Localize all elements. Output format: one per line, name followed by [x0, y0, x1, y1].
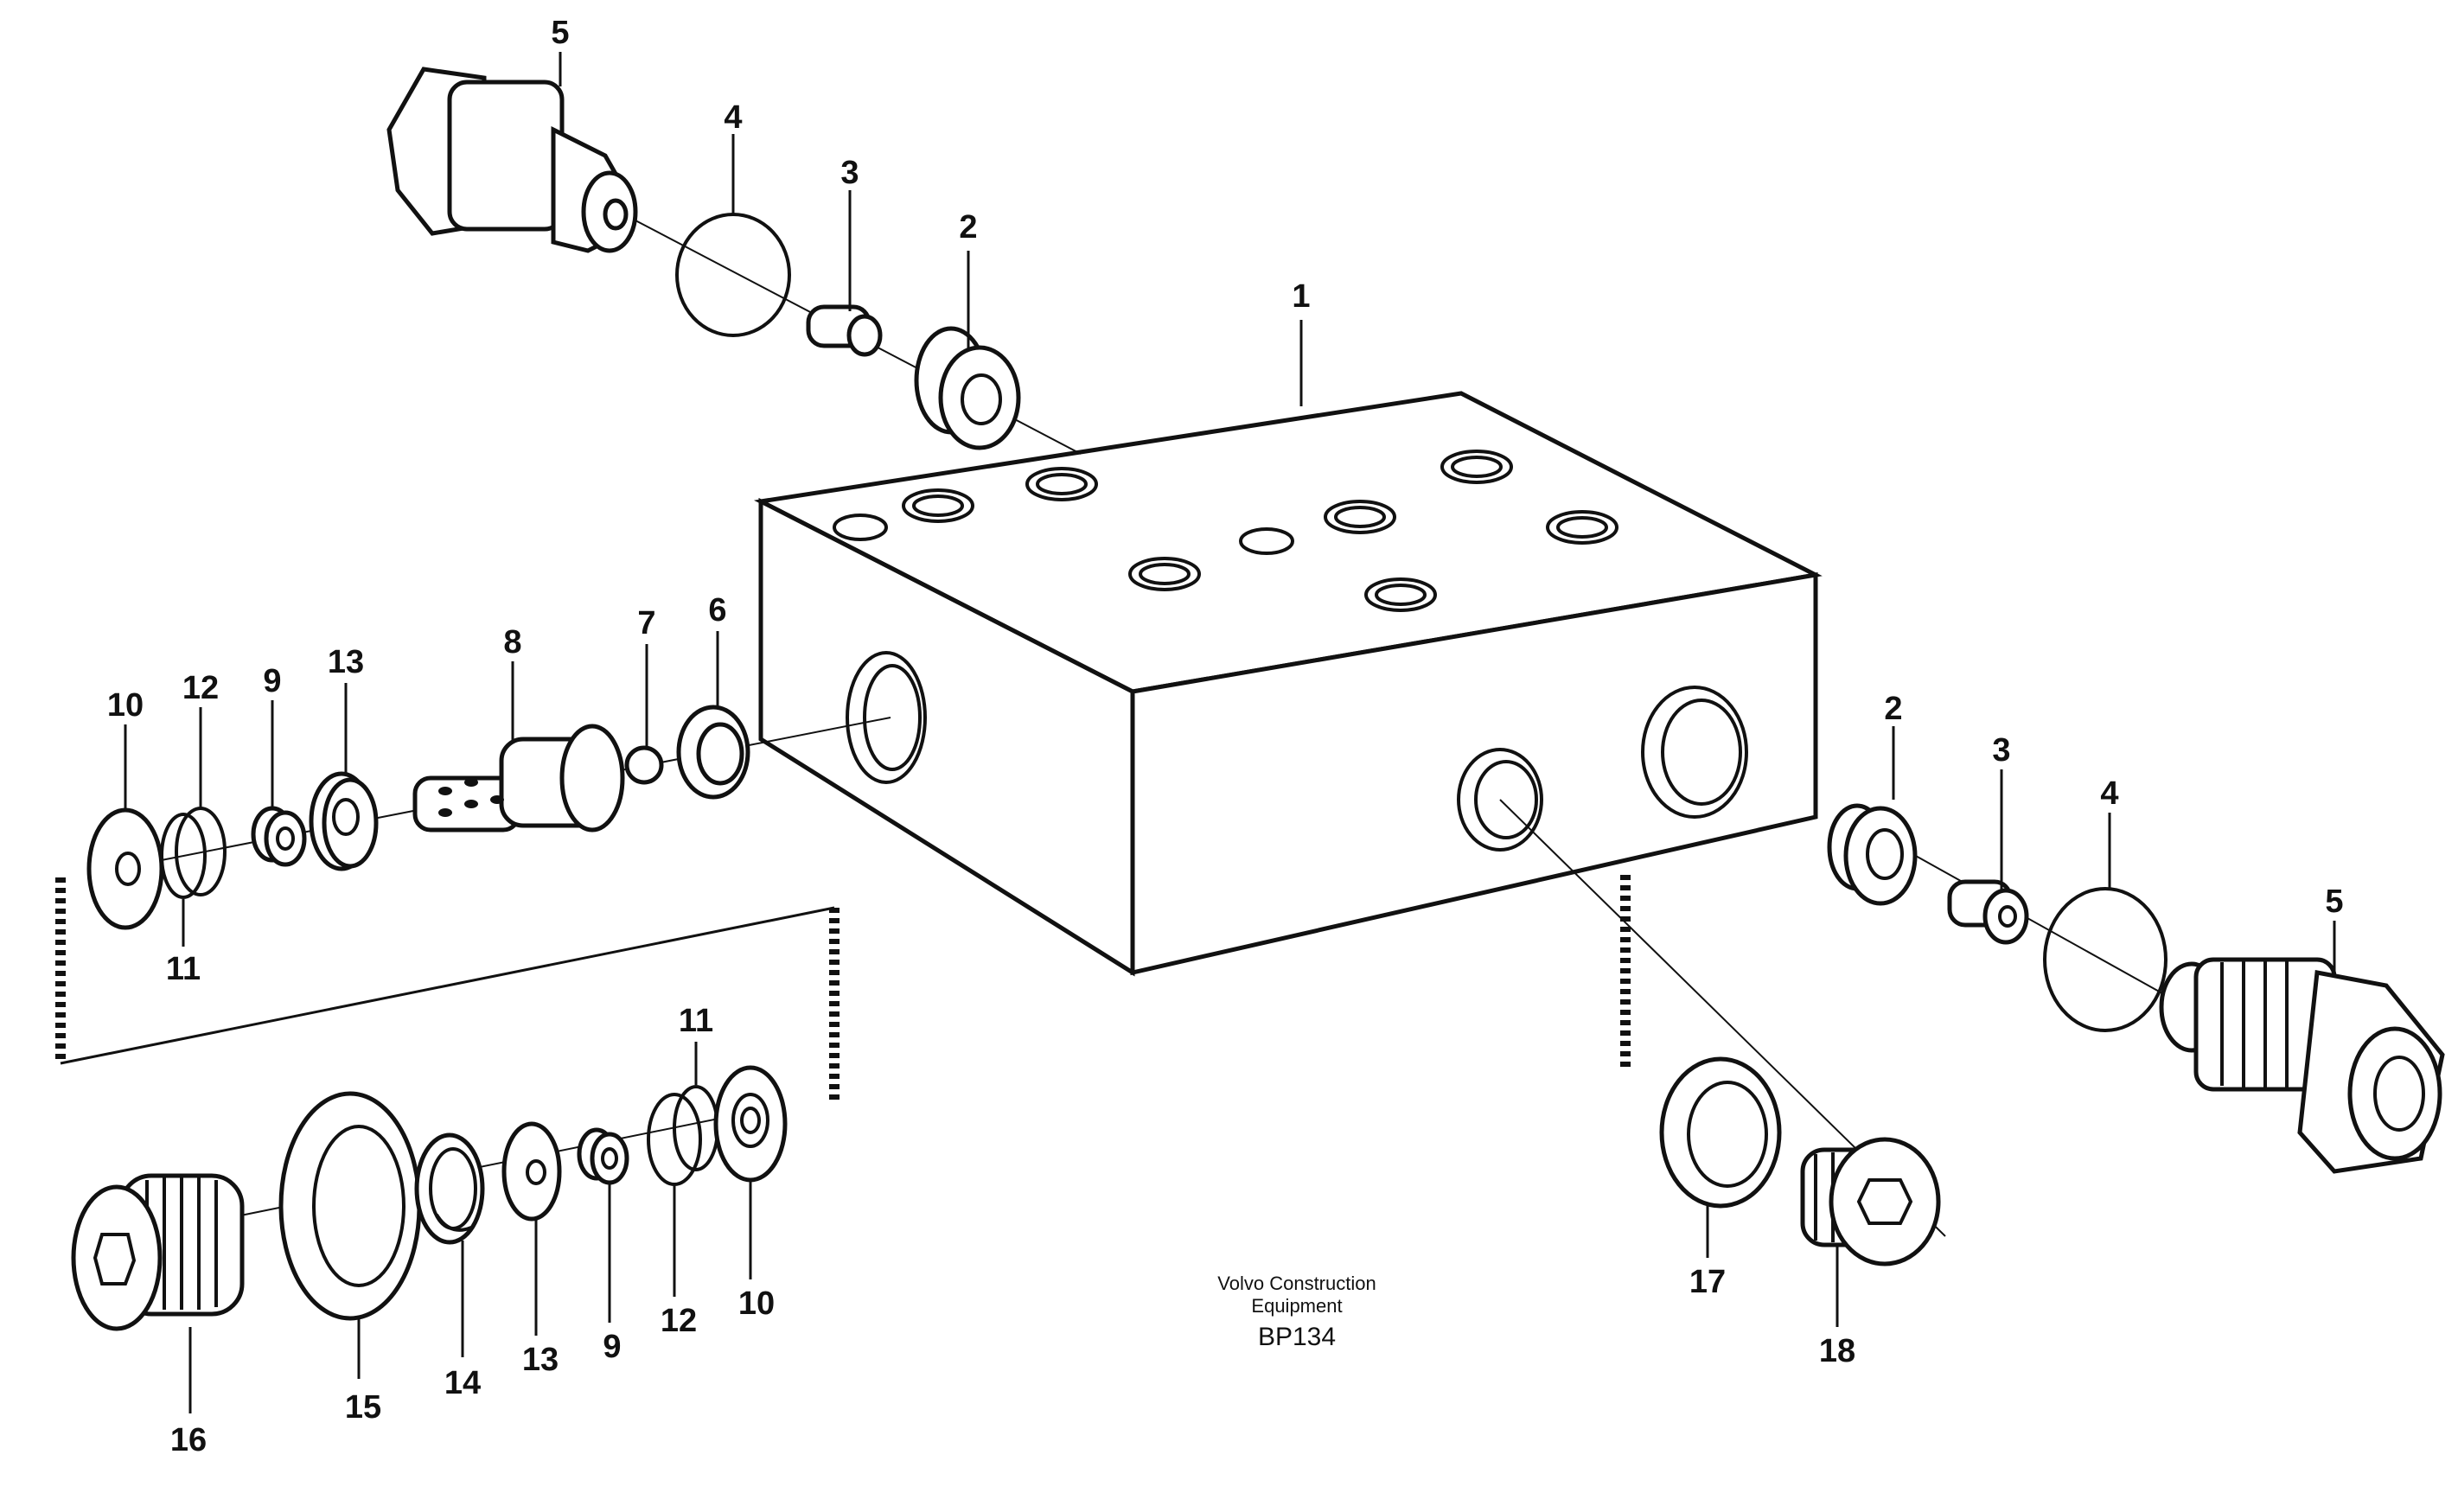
label-5-right: 5 [2325, 884, 2343, 920]
right-assembly [1827, 803, 2445, 1174]
caption-code: BP134 [1258, 1323, 1336, 1351]
caption-division: Equipment [1251, 1295, 1342, 1317]
label-6: 6 [708, 592, 726, 628]
label-3-upper: 3 [840, 155, 859, 191]
spacer-9-left [251, 806, 307, 867]
label-8: 8 [503, 624, 521, 660]
label-18: 18 [1819, 1333, 1855, 1369]
label-1: 1 [1292, 278, 1310, 315]
seal-17 [1659, 1056, 1782, 1209]
label-12-lower: 12 [661, 1303, 697, 1339]
washer-13-lower [501, 1121, 562, 1222]
o-ring-upper [675, 213, 791, 337]
label-2-right: 2 [1884, 691, 1902, 727]
label-11-lower: 11 [679, 1003, 713, 1039]
label-2-upper: 2 [959, 209, 977, 246]
ring-11-lower [673, 1085, 719, 1171]
spring-14 [414, 1132, 485, 1245]
orifice-right [1947, 879, 2029, 945]
washer-10-left [86, 807, 164, 930]
pressure-plug-upper [386, 67, 638, 253]
washer-13-left [309, 771, 379, 871]
label-13-left: 13 [328, 644, 364, 680]
plug-18 [1800, 1137, 1941, 1266]
label-4-upper: 4 [724, 99, 742, 136]
label-5-upper: 5 [551, 15, 569, 51]
label-10-left: 10 [107, 687, 144, 724]
ball-7 [624, 745, 664, 785]
lower-right-assembly [1659, 1056, 1941, 1266]
seal-6 [676, 705, 750, 800]
label-12-left: 12 [182, 670, 219, 706]
pressure-plug-right [2159, 957, 2445, 1174]
label-13-lower: 13 [522, 1342, 559, 1378]
valve-spool-8 [412, 724, 625, 833]
label-14: 14 [444, 1365, 481, 1401]
label-4-right: 4 [2100, 775, 2118, 812]
plug-16 [71, 1173, 245, 1331]
lower-left-assembly [71, 1065, 788, 1331]
upper-left-assembly [386, 67, 1021, 450]
label-10-lower: 10 [738, 1286, 775, 1322]
part-labels: 1 2 3 4 5 6 7 8 13 9 12 10 11 2 3 4 5 11… [107, 15, 2344, 1458]
label-15: 15 [345, 1389, 381, 1426]
alternative-bracket [55, 875, 1631, 1102]
seat-right [1827, 803, 1918, 906]
spacer-9-lower [577, 1127, 629, 1185]
o-ring-right [2043, 887, 2168, 1032]
label-9-left: 9 [263, 663, 281, 699]
valve-block [753, 391, 1823, 977]
seal-15 [278, 1091, 422, 1321]
label-leaders [124, 52, 2336, 1413]
label-7: 7 [637, 605, 655, 641]
label-9-lower: 9 [603, 1329, 621, 1365]
label-3-right: 3 [1992, 732, 2010, 769]
seat-upper [914, 326, 1021, 450]
washer-10-lower [713, 1065, 788, 1183]
left-cartridge-assembly [86, 705, 750, 930]
label-11-left: 11 [166, 951, 201, 987]
figure-caption: Volvo Construction Equipment BP134 [1217, 1273, 1376, 1351]
caption-company: Volvo Construction [1217, 1273, 1376, 1294]
label-16: 16 [170, 1422, 207, 1458]
label-17: 17 [1689, 1264, 1726, 1300]
orifice-upper [806, 304, 883, 357]
